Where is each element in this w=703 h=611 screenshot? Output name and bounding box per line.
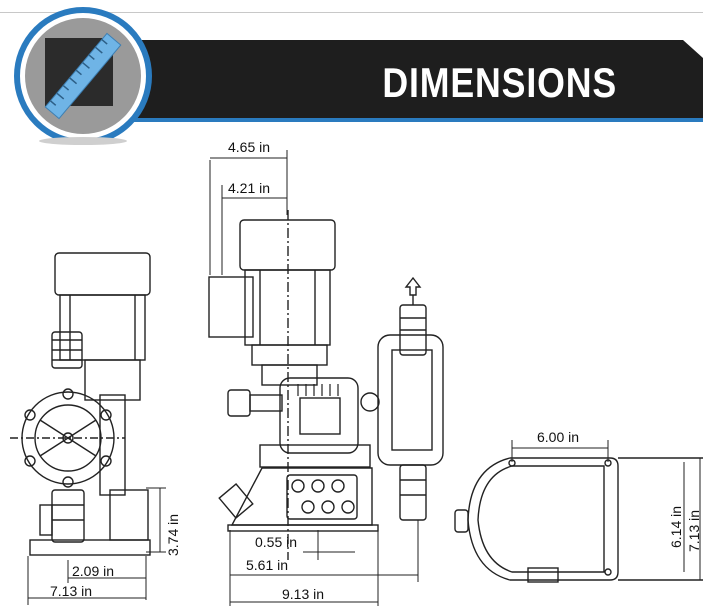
side-view-pump [10, 252, 151, 556]
dim-label-top-view-width: 6.00 in [537, 429, 580, 445]
discharge-valve-assembly [377, 276, 444, 521]
top-view-pump [454, 457, 703, 583]
dim-label-top-view-inner-height: 6.14 in [668, 505, 684, 548]
dim-label-front-total: 9.13 in [282, 586, 325, 602]
ruler-icon [14, 7, 152, 145]
dim-label-top-view-outer-height: 7.13 in [686, 509, 702, 552]
dim-label-front-mid: 5.61 in [246, 557, 289, 573]
dim-label-top-outer: 4.65 in [228, 139, 271, 155]
top-divider [0, 12, 703, 13]
pump-technical-drawing [10, 150, 703, 606]
front-view-pump [208, 210, 380, 560]
page-title: DIMENSIONS [382, 59, 617, 106]
dim-label-top-inner: 4.21 in [228, 180, 271, 196]
dim-label-side-offset: 2.09 in [72, 563, 115, 579]
dim-label-base-height: 3.74 in [165, 513, 181, 556]
dim-label-side-depth: 7.13 in [50, 583, 93, 599]
header-banner [125, 40, 703, 122]
dim-label-front-small: 0.55 in [255, 534, 298, 550]
